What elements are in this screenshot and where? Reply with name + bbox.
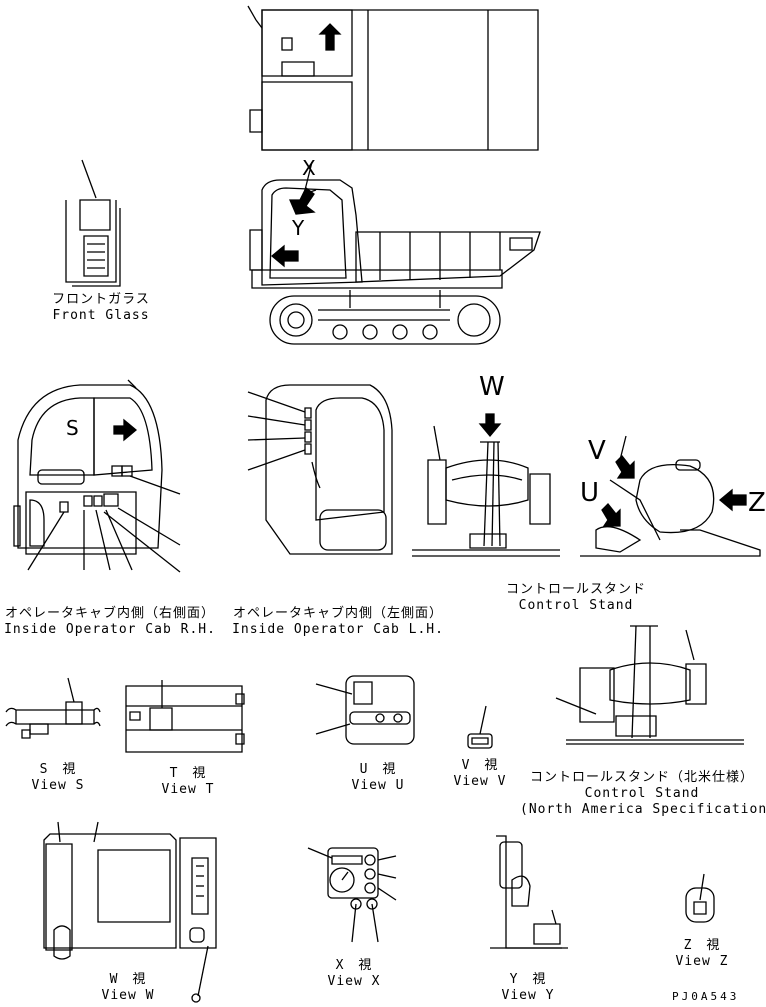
control-stand-drawing bbox=[412, 426, 560, 556]
caption-control-stand-na-en2: (North America Specification) bbox=[520, 802, 766, 817]
caption-cab-lh: オペレータキャブ内側（左側面） Inside Operator Cab L.H. bbox=[228, 606, 448, 638]
caption-view-x-en: View X bbox=[327, 974, 381, 989]
caption-view-s: S 視 View S bbox=[18, 762, 98, 794]
caption-cab-rh: オペレータキャブ内側（右側面） Inside Operator Cab R.H. bbox=[0, 606, 220, 638]
caption-view-u: U 視 View U bbox=[338, 762, 418, 794]
caption-control-stand-na: コントロールスタンド（北米仕様） Control Stand (North Am… bbox=[520, 770, 766, 818]
arrow-down-left-icon bbox=[290, 188, 314, 214]
caption-view-u-jp: U 視 bbox=[359, 762, 397, 777]
view-letter-y: Y bbox=[292, 216, 305, 240]
view-u-drawing bbox=[316, 676, 414, 744]
caption-view-x-jp: X 視 bbox=[335, 958, 373, 973]
caption-front-glass-en: Front Glass bbox=[52, 308, 150, 323]
control-stand-na-drawing bbox=[556, 626, 744, 744]
caption-view-u-en: View U bbox=[351, 778, 405, 793]
view-w-drawing bbox=[44, 822, 216, 1002]
view-letter-s: S bbox=[66, 416, 79, 440]
view-letter-u: U bbox=[580, 478, 600, 508]
caption-view-z-en: View Z bbox=[675, 954, 729, 969]
view-x-drawing bbox=[308, 848, 396, 942]
front-glass-detail bbox=[66, 160, 120, 286]
view-z-drawing bbox=[686, 874, 714, 922]
machine-top-view bbox=[248, 6, 538, 150]
view-letter-z: Z bbox=[748, 488, 766, 518]
view-letter-v: V bbox=[588, 436, 606, 466]
view-t-drawing bbox=[126, 680, 244, 752]
caption-front-glass: フロントガラス Front Glass bbox=[46, 292, 156, 324]
caption-control-stand-jp: コントロールスタンド bbox=[506, 582, 647, 597]
caption-view-v: V 視 View V bbox=[440, 758, 520, 790]
caption-view-s-jp: S 視 bbox=[39, 762, 77, 777]
caption-view-v-jp: V 視 bbox=[461, 758, 499, 773]
caption-view-t: T 視 View T bbox=[148, 766, 228, 798]
arrow-right-icon bbox=[114, 420, 136, 440]
machine-side-view bbox=[250, 180, 540, 344]
cab-rh-drawing bbox=[14, 380, 180, 572]
arrow-down-right-icon bbox=[602, 504, 620, 526]
caption-cab-lh-en: Inside Operator Cab L.H. bbox=[232, 622, 444, 637]
caption-view-y-en: View Y bbox=[501, 988, 555, 1003]
view-letter-w: W bbox=[479, 372, 505, 402]
view-letter-x: X bbox=[302, 156, 316, 180]
caption-view-v-en: View V bbox=[453, 774, 507, 789]
caption-cab-lh-jp: オペレータキャブ内側（左側面） bbox=[232, 606, 443, 621]
caption-view-s-en: View S bbox=[31, 778, 85, 793]
arrow-down-icon bbox=[480, 414, 500, 436]
caption-control-stand-na-jp: コントロールスタンド（北米仕様） bbox=[529, 770, 754, 785]
arrow-down-right-icon bbox=[616, 456, 634, 478]
caption-view-t-jp: T 視 bbox=[169, 766, 207, 781]
caption-cab-rh-jp: オペレータキャブ内側（右側面） bbox=[4, 606, 215, 621]
caption-view-w-jp: W 視 bbox=[109, 972, 147, 987]
leader-line bbox=[304, 162, 312, 194]
caption-control-stand: コントロールスタンド Control Stand bbox=[506, 582, 646, 614]
arrow-left-icon bbox=[720, 490, 746, 510]
drawing-code: PJ0A543 bbox=[672, 990, 740, 1003]
caption-view-t-en: View T bbox=[161, 782, 215, 797]
caption-view-z-jp: Z 視 bbox=[683, 938, 721, 953]
arrow-up-icon bbox=[320, 24, 340, 50]
caption-control-stand-en: Control Stand bbox=[518, 598, 634, 613]
arrow-left-icon bbox=[272, 246, 298, 266]
caption-view-x: X 視 View X bbox=[314, 958, 394, 990]
caption-control-stand-na-en: Control Stand bbox=[584, 786, 700, 801]
caption-view-y-jp: Y 視 bbox=[509, 972, 547, 987]
caption-cab-rh-en: Inside Operator Cab R.H. bbox=[4, 622, 216, 637]
caption-view-w: W 視 View W bbox=[88, 972, 168, 1004]
seat-view-drawing bbox=[580, 436, 760, 556]
view-y-drawing bbox=[490, 836, 568, 948]
view-v-drawing bbox=[468, 706, 492, 748]
caption-view-y: Y 視 View Y bbox=[488, 972, 568, 1004]
caption-view-w-en: View W bbox=[101, 988, 155, 1003]
caption-front-glass-jp: フロントガラス bbox=[52, 292, 150, 307]
cab-lh-drawing bbox=[248, 385, 392, 554]
caption-view-z: Z 視 View Z bbox=[662, 938, 742, 970]
view-s-drawing bbox=[6, 678, 100, 738]
